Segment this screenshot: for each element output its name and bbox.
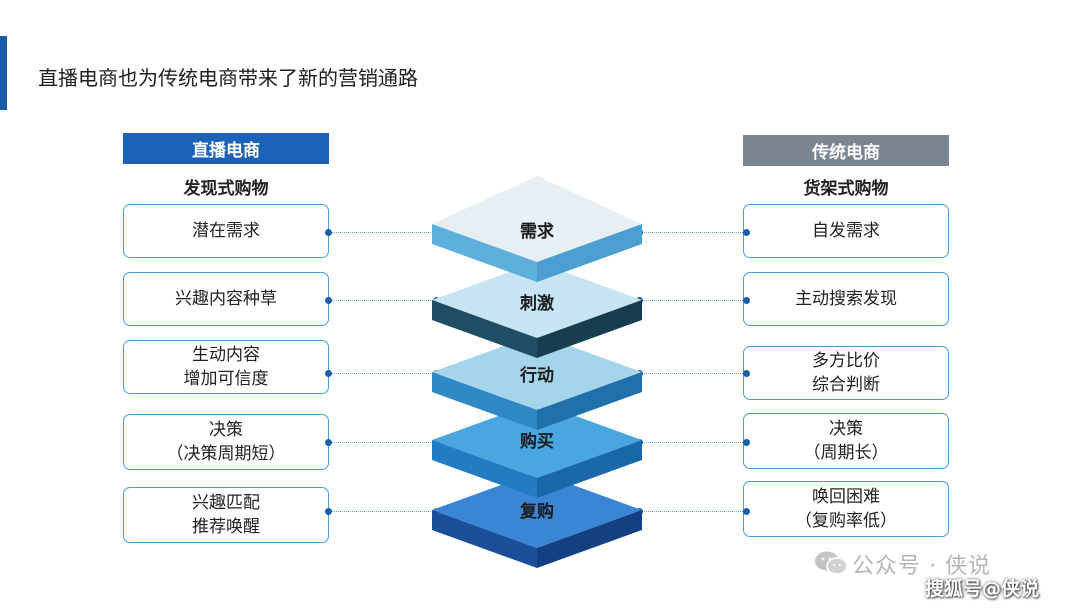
- right-item-1: 自发需求: [743, 204, 949, 258]
- left-connector-3: [329, 373, 437, 374]
- right-dot-4b: [743, 439, 750, 446]
- left-item-2: 兴趣内容种草: [123, 272, 329, 326]
- right-item-4-line-1: 决策: [829, 419, 863, 439]
- right-connector-5: [640, 511, 747, 512]
- left-dot-3: [325, 370, 332, 377]
- left-item-1: 潜在需求: [123, 204, 329, 258]
- layer-purchase: 购买: [432, 402, 642, 498]
- right-item-2-line-1: 主动搜索发现: [795, 289, 897, 309]
- left-dot-2: [325, 297, 332, 304]
- left-connector-5: [329, 511, 437, 512]
- left-item-3: 生动内容 增加可信度: [123, 340, 329, 394]
- left-connector-4: [329, 442, 437, 443]
- left-item-5-line-2: 推荐唤醒: [192, 517, 260, 537]
- right-connector-2: [640, 300, 747, 301]
- layer-demand: 需求: [432, 176, 642, 282]
- watermark-text: 公众号 · 侠说: [852, 554, 991, 579]
- left-item-4-line-1: 决策: [209, 420, 243, 440]
- right-item-3-line-2: 综合判断: [812, 375, 880, 395]
- layer-label-action: 行动: [519, 365, 554, 386]
- right-connector-4: [640, 442, 747, 443]
- live-commerce-subheader: 发现式购物: [183, 179, 269, 199]
- live-commerce-header: 直播电商: [123, 133, 329, 164]
- left-item-2-line-1: 兴趣内容种草: [175, 289, 277, 309]
- layer-label-demand: 需求: [520, 221, 554, 242]
- right-dot-3b: [743, 370, 750, 377]
- right-item-1-line-1: 自发需求: [812, 221, 880, 241]
- title-accent-bar: [0, 36, 7, 110]
- left-item-4-line-2: （决策周期短）: [166, 444, 286, 464]
- right-item-3-line-1: 多方比价: [812, 351, 880, 371]
- right-connector-1: [640, 232, 747, 233]
- left-connector-1: [329, 232, 437, 233]
- layer-label-stimulus: 刺激: [520, 293, 554, 314]
- left-item-5: 兴趣匹配 推荐唤醒: [123, 487, 329, 543]
- right-item-5: 唤回困难 （复购率低）: [743, 481, 949, 537]
- right-item-5-line-2: （复购率低）: [795, 511, 897, 531]
- right-item-5-line-1: 唤回困难: [812, 487, 880, 507]
- right-item-4-line-2: （周期长）: [803, 443, 889, 463]
- right-item-4: 决策 （周期长）: [743, 413, 949, 469]
- left-dot-1: [325, 229, 332, 236]
- layer-stimulus: 刺激: [432, 262, 642, 358]
- left-connector-2: [329, 300, 437, 301]
- right-item-2: 主动搜索发现: [743, 272, 949, 326]
- traditional-commerce-header: 传统电商: [743, 135, 949, 166]
- left-item-3-line-1: 生动内容: [192, 345, 260, 365]
- page-title: 直播电商也为传统电商带来了新的营销通路: [38, 66, 418, 90]
- right-dot-2b: [743, 297, 750, 304]
- layer-action: 行动: [432, 334, 642, 430]
- right-connector-3: [640, 373, 747, 374]
- left-item-5-line-1: 兴趣匹配: [192, 493, 260, 513]
- layer-label-repurchase: 复购: [519, 501, 554, 522]
- left-item-3-line-2: 增加可信度: [183, 369, 269, 389]
- left-item-4: 决策 （决策周期短）: [123, 414, 329, 470]
- traditional-commerce-subheader: 货架式购物: [803, 179, 889, 199]
- left-dot-5: [325, 508, 332, 515]
- right-dot-1b: [743, 229, 750, 236]
- left-item-1-line-1: 潜在需求: [192, 221, 260, 241]
- layer-repurchase: 复购: [432, 472, 642, 568]
- wechat-icon: [815, 551, 848, 575]
- right-dot-5b: [743, 508, 750, 515]
- left-dot-4: [325, 439, 332, 446]
- layer-label-purchase: 购买: [520, 431, 554, 452]
- footer-source-mark: 搜狐号@侠说: [925, 578, 1040, 600]
- right-item-3: 多方比价 综合判断: [743, 346, 949, 400]
